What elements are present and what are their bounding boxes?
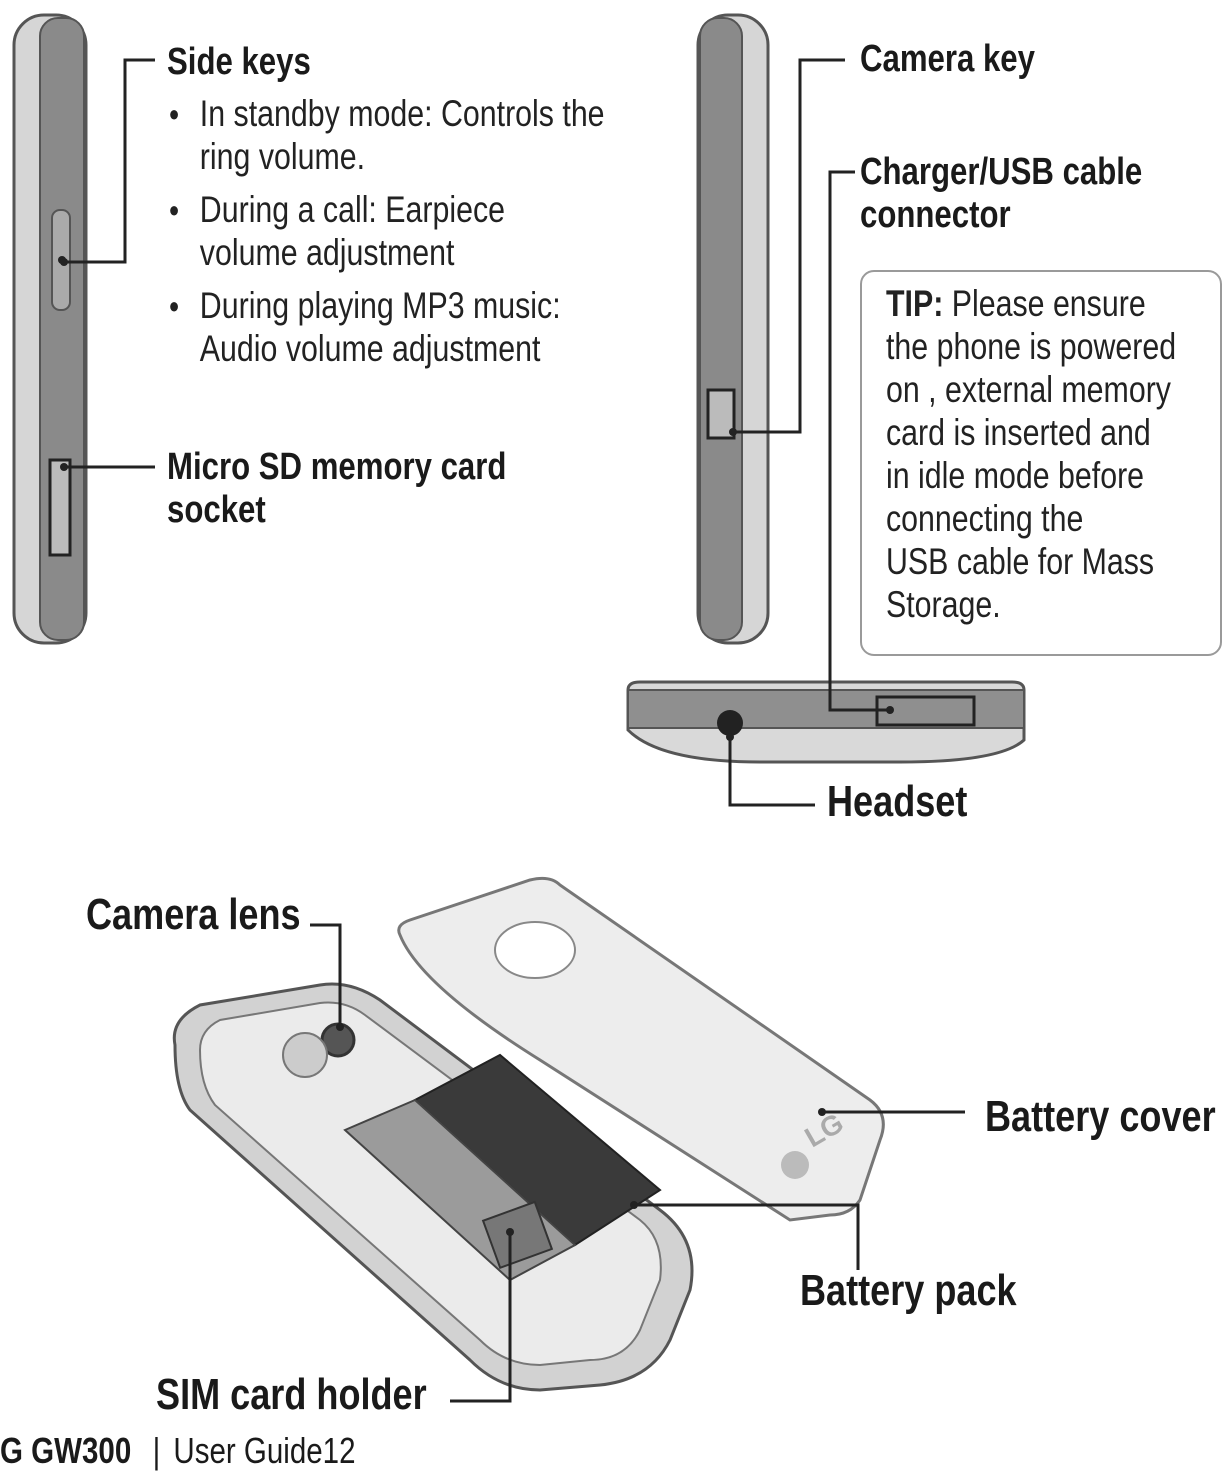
leader-lines <box>64 58 965 1403</box>
footer-model: G GW300 <box>0 1430 132 1471</box>
side-keys-bullets: In standby mode: Controls the ring volum… <box>167 92 610 380</box>
camera-lens-label: Camera lens <box>86 890 301 939</box>
camera-lens-leader <box>310 923 342 1027</box>
micro-sd-label-2: socket <box>167 489 266 531</box>
tip-line-2: the phone is powered <box>886 326 1177 367</box>
tip-line-1: TIP: Please ensure <box>886 283 1146 324</box>
charger-label-2: connector <box>860 194 1011 236</box>
battery-pack-label: Battery pack <box>800 1266 1017 1315</box>
leader-dots <box>60 258 894 1236</box>
bullet-mp3: During playing MP3 music: Audio volume a… <box>167 284 610 370</box>
charger-label-1: Charger/USB cable <box>860 151 1143 193</box>
footer-guide: User Guide <box>173 1430 323 1471</box>
phone-side-view-right <box>696 13 770 645</box>
charger-leader <box>828 170 890 712</box>
tip-box <box>860 270 1222 656</box>
sim-holder-label: SIM card holder <box>156 1370 427 1419</box>
tip-line-3: on , external memory <box>886 369 1171 410</box>
headset-label: Headset <box>827 777 968 826</box>
battery-cover-label: Battery cover <box>985 1092 1216 1141</box>
battery-pack-leader <box>634 1203 860 1270</box>
footer-page: 12 <box>322 1430 356 1471</box>
bullet-standby: In standby mode: Controls the ring volum… <box>167 92 610 178</box>
camera-key-leader <box>733 58 845 434</box>
tip-line-8: Storage. <box>886 584 1001 625</box>
micro-sd-label-1: Micro SD memory card <box>167 446 507 488</box>
headset-leader <box>728 737 815 807</box>
page-footer: G GW300 | User Guide12 <box>0 1430 356 1472</box>
bullet-during-call: During a call: Earpiece volume adjustmen… <box>167 188 610 274</box>
phone-side-view-left <box>12 13 88 645</box>
tip-line-4: card is inserted and <box>886 412 1151 453</box>
side-keys-title: Side keys <box>167 41 311 83</box>
camera-key-label: Camera key <box>860 38 1035 80</box>
battery-cover-illustration: LG <box>397 876 885 1222</box>
tip-prefix: TIP: <box>886 283 944 324</box>
footer-separator: | <box>152 1430 161 1471</box>
tip-line-6: connecting the <box>886 498 1084 539</box>
sim-holder-leader <box>450 1232 512 1403</box>
side-keys-leader <box>64 58 155 264</box>
tip-line-7: USB cable for Mass <box>886 541 1155 582</box>
phone-back-body <box>172 982 694 1392</box>
phone-bottom-view <box>626 680 1026 764</box>
tip-line-5: in idle mode before <box>886 455 1145 496</box>
